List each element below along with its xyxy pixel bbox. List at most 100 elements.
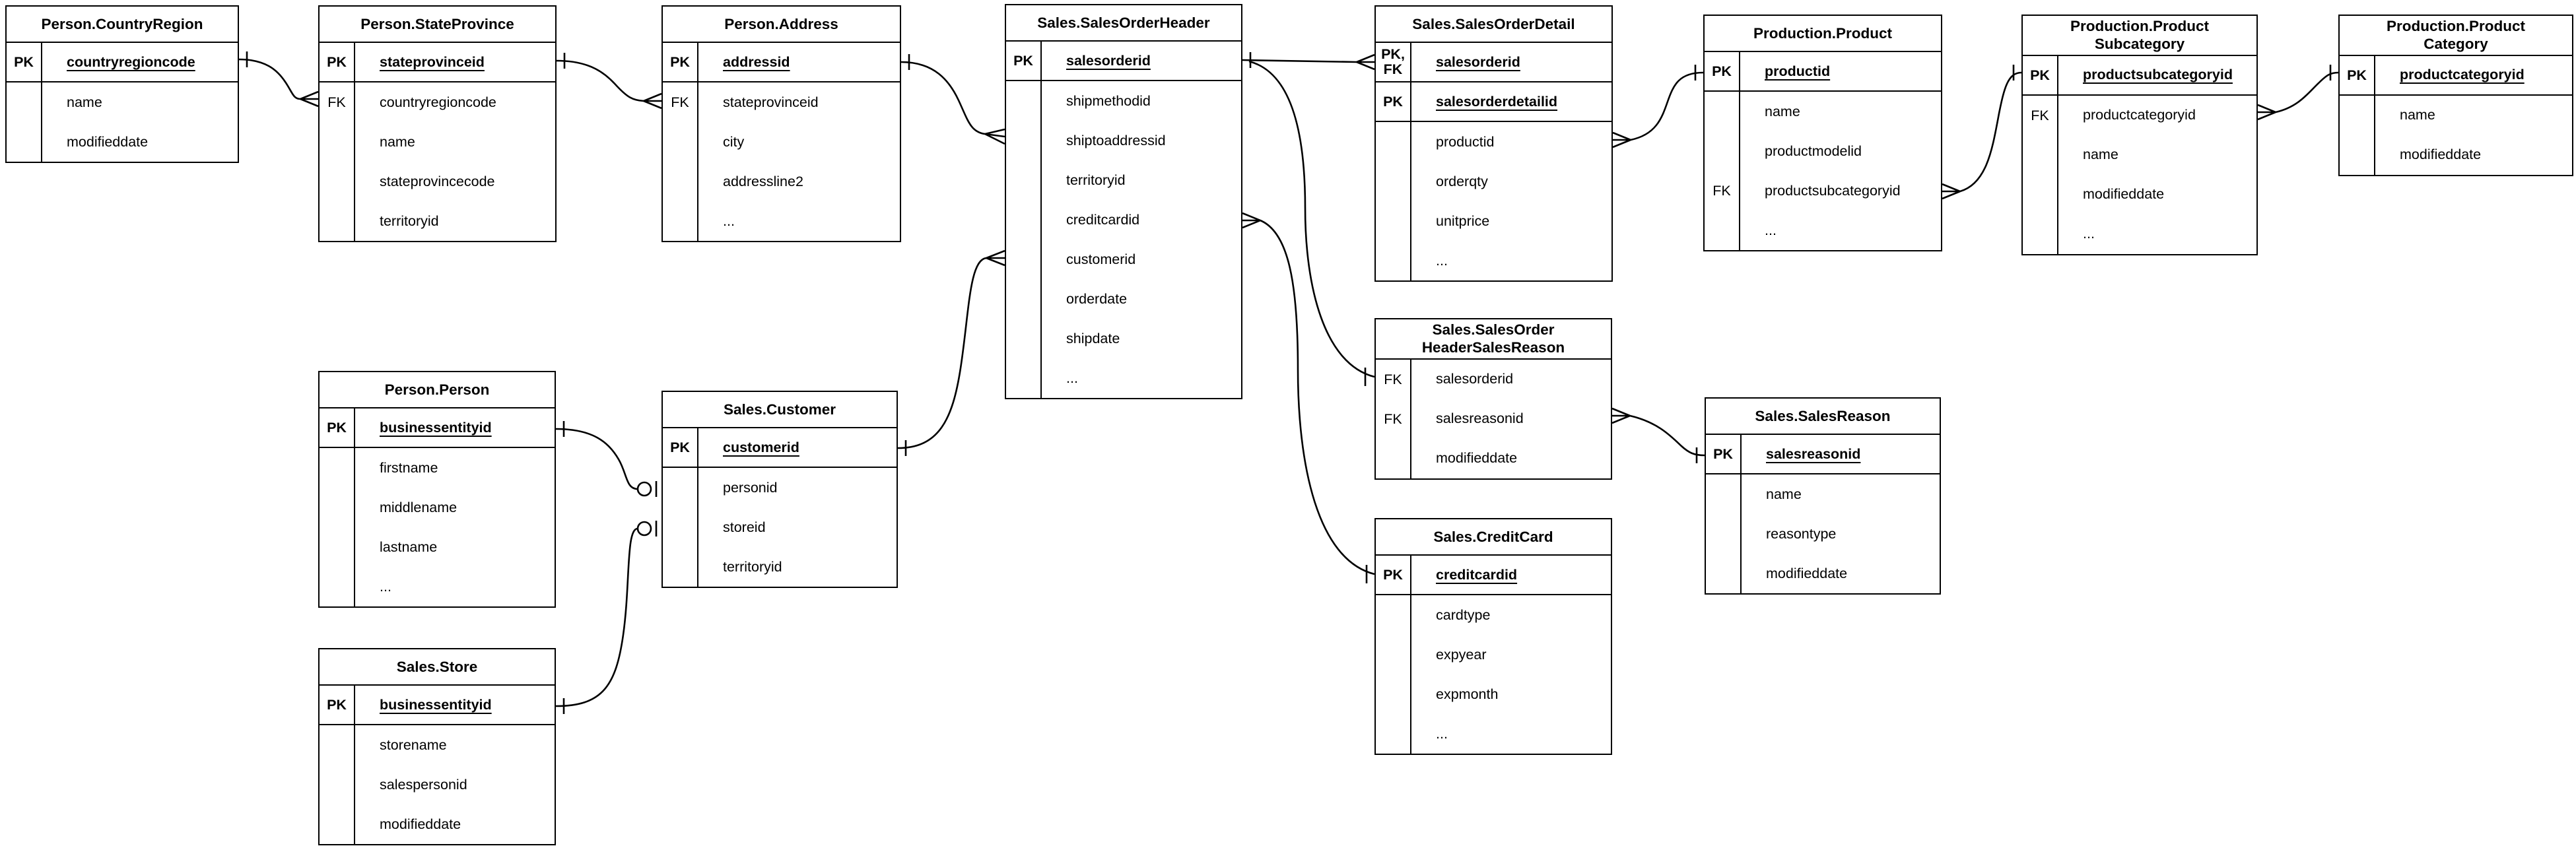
field-label: territoryid	[1066, 172, 1126, 188]
table-row: ...	[2023, 214, 2256, 254]
key-label	[663, 468, 698, 507]
key-label	[1376, 635, 1411, 674]
field-label: salespersonid	[380, 776, 467, 793]
key-label	[320, 448, 355, 488]
table-row: shiptoaddressid	[1006, 121, 1241, 160]
field-label: firstname	[380, 459, 438, 476]
key-label	[1006, 279, 1042, 319]
rel-product-productsubcategory	[1942, 65, 2022, 200]
table-row: productmodelid	[1705, 131, 1941, 171]
key-label: FK	[1376, 399, 1411, 439]
key-label	[1376, 674, 1411, 714]
table-row: PK salesorderid	[1006, 42, 1241, 81]
table-row: name	[1706, 474, 1940, 514]
key-label	[663, 201, 698, 241]
entity-title: Person.CountryRegion	[7, 7, 238, 43]
table-row: creditcardid	[1006, 200, 1241, 240]
field-label: salesreasonid	[1436, 410, 1524, 427]
field-label: stateprovincecode	[380, 173, 495, 189]
entity-title: Person.StateProvince	[320, 7, 555, 43]
key-label	[2340, 95, 2375, 135]
table-row: productid	[1376, 122, 1611, 162]
entity-title: Person.Address	[663, 7, 900, 43]
field-label: territoryid	[723, 558, 782, 575]
table-row: modifieddate	[1376, 438, 1611, 478]
key-label	[2023, 214, 2058, 254]
field-label: productmodelid	[1765, 143, 1862, 159]
field-label: ...	[1066, 370, 1078, 386]
field-label: expmonth	[1436, 686, 1499, 702]
key-label: PK	[1006, 42, 1042, 80]
table-row: modifieddate	[2340, 135, 2572, 175]
table-row: ...	[663, 201, 900, 241]
table-row: name	[1705, 92, 1941, 131]
field-label: creditcardid	[1436, 566, 1518, 583]
field-label: ...	[380, 578, 391, 595]
field-label: name	[380, 133, 415, 150]
table-row: territoryid	[320, 201, 555, 241]
key-label	[1705, 211, 1740, 250]
field-label: ...	[1765, 222, 1777, 238]
key-label	[663, 507, 698, 547]
field-label: name	[2400, 107, 2435, 123]
key-label	[1376, 201, 1411, 241]
entity-title: Sales.Store	[320, 649, 555, 686]
entity-title: Production.Product Category	[2340, 16, 2572, 56]
field-label: territoryid	[380, 212, 439, 229]
key-label: PK	[2023, 55, 2058, 94]
table-row: stateprovincecode	[320, 162, 555, 201]
field-label: name	[2083, 146, 2118, 163]
field-label: productid	[1765, 63, 1831, 79]
key-label	[1006, 358, 1042, 398]
key-label	[1006, 121, 1042, 160]
table-row: lastname	[320, 527, 555, 567]
table-row: ...	[1705, 211, 1941, 250]
key-label	[320, 527, 355, 567]
key-label: PK	[7, 43, 42, 81]
key-label	[1006, 160, 1042, 200]
field-label: storeid	[723, 519, 766, 535]
field-label: name	[1766, 486, 1802, 502]
field-label: shipdate	[1066, 330, 1120, 346]
key-label	[320, 122, 355, 162]
key-label	[1376, 241, 1411, 280]
key-label	[1376, 122, 1411, 162]
table-row: shipmethodid	[1006, 81, 1241, 121]
table-row: expyear	[1376, 635, 1611, 674]
key-label	[2023, 174, 2058, 214]
table-row: city	[663, 122, 900, 162]
field-label: productcategoryid	[2400, 67, 2525, 83]
entity-title: Production.Product Subcategory	[2023, 16, 2256, 56]
rel-store-customer	[555, 521, 658, 714]
field-label: name	[67, 94, 102, 110]
table-row: modifieddate	[320, 804, 555, 844]
field-label: creditcardid	[1066, 211, 1140, 228]
table-row: firstname	[320, 448, 555, 488]
table-row: expmonth	[1376, 674, 1611, 714]
key-label	[1376, 438, 1411, 478]
field-label: salesorderid	[1066, 52, 1151, 69]
table-row: territoryid	[1006, 160, 1241, 200]
key-label: PK, FK	[1376, 43, 1411, 81]
key-label: FK	[663, 82, 698, 122]
